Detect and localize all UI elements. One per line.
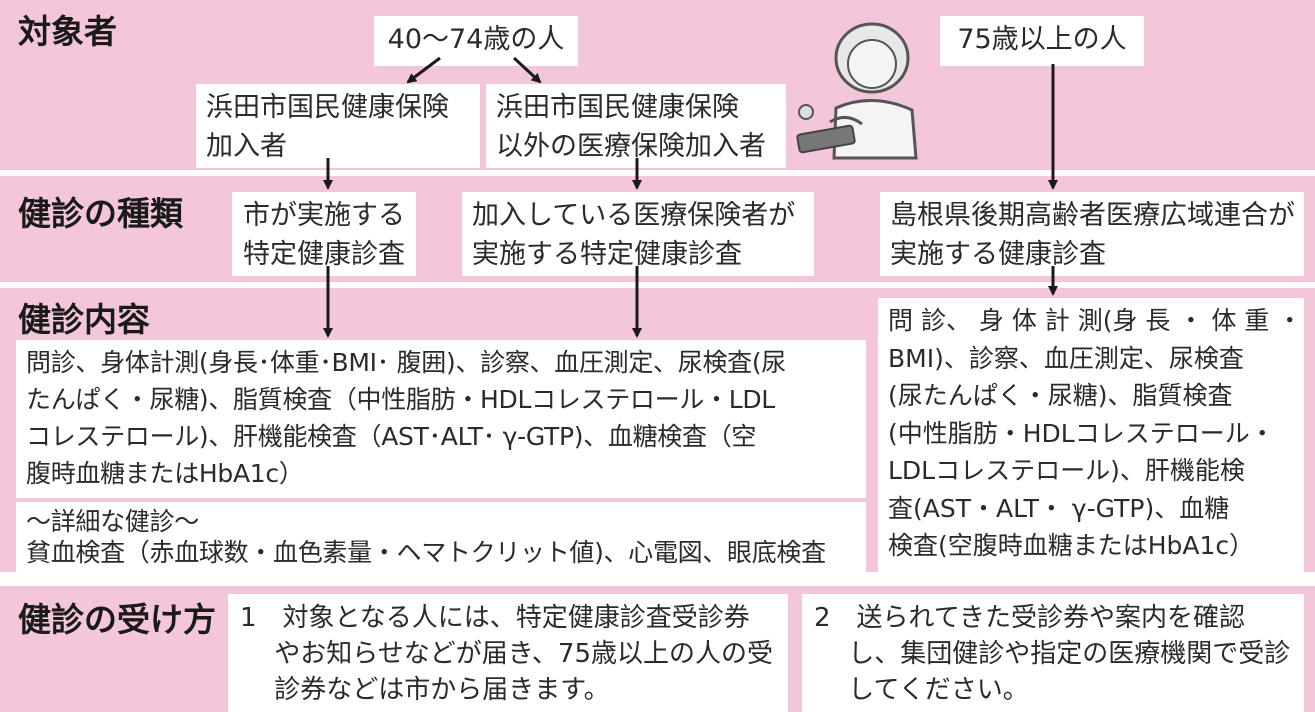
content-elderly-line-2: BMI)、診察、血圧測定、尿検査 (888, 343, 1244, 373)
content-elderly-line-1: 問 診、 身 体 計 測(身 長 ・ 体 重 ・ (888, 306, 1303, 335)
nhi-member-box: 浜田市国民健康保険 加入者 (196, 84, 480, 168)
step-1-line-2: やお知らせなどが届き、75歳以上の人の受 (240, 639, 774, 669)
step-2-line-1: 2 送られてきた受診券や案内を確認 (814, 603, 1245, 633)
detail-exam-title: 〜詳細な健診〜 (26, 507, 199, 536)
insurer-exam-box: 加入している医療保険者が 実施する特定健康診査 (462, 192, 814, 276)
step-1-line-3: 診券などは市から届きます。 (240, 675, 610, 705)
content-elderly-line-5: LDLコレステロール)、肝機能検 (888, 456, 1245, 485)
target-heading: 対象者 (18, 12, 117, 51)
kind-heading: 健診の種類 (18, 194, 183, 233)
content-main-line-2: たんぱく・尿糖)、脂質検査（中性脂肪・HDLコレステロール・LDL (26, 385, 775, 414)
step-2-line-3: してください。 (814, 675, 1029, 705)
other-insurance-line-1: 浜田市国民健康保険 (496, 92, 739, 123)
city-exam-box: 市が実施する 特定健康診査 (232, 192, 416, 276)
shimane-exam-line-2: 実施する健康診査 (890, 239, 1106, 270)
step-1-line-1: 1 対象となる人には、特定健康診査受診券 (240, 603, 750, 633)
step-2-box: 2 送られてきた受診券や案内を確認 し、集団健診や指定の医療機関で受診 してくだ… (802, 594, 1304, 712)
shimane-exam-line-1: 島根県後期高齢者医療広域連合が (890, 200, 1295, 231)
other-insurance-box: 浜田市国民健康保険 以外の医療保険加入者 (486, 84, 786, 168)
content-elderly-line-3: (尿たんぱく・尿糖)、脂質検査 (888, 381, 1233, 410)
insurer-exam-line-1: 加入している医療保険者が (472, 200, 796, 231)
step-1-box: 1 対象となる人には、特定健康診査受診券 やお知らせなどが届き、75歳以上の人の… (228, 594, 788, 712)
content-main-line-4: 腹時血糖またはHbA1c） (26, 459, 304, 488)
content-main-box: 問診、身体計測(身長･体重･BMI･ 腹囲)、診察、血圧測定、尿検査(尿 たんぱ… (16, 340, 866, 498)
insurer-exam-line-2: 実施する特定健康診査 (472, 239, 742, 270)
age-40-74-box: 40〜74歳の人 (374, 16, 578, 66)
other-insurance-line-2: 以外の医療保険加入者 (496, 131, 766, 162)
content-elderly-box: 問 診、 身 体 計 測(身 長 ・ 体 重 ・ BMI)、診察、血圧測定、尿検… (878, 298, 1304, 572)
step-2-line-2: し、集団健診や指定の医療機関で受診 (814, 639, 1291, 669)
age-75-label: 75歳以上の人 (957, 24, 1127, 55)
content-heading: 健診内容 (18, 300, 150, 339)
age-75-box: 75歳以上の人 (940, 16, 1144, 66)
age-40-74-label: 40〜74歳の人 (387, 24, 565, 55)
city-exam-line-1: 市が実施する (243, 200, 405, 231)
content-elderly-line-4: (中性脂肪・HDLコレステロール・ (888, 418, 1275, 448)
detail-exam-items: 貧血検査（赤血球数・血色素量・ヘマトクリット値)、心電図、眼底検査 (26, 538, 826, 567)
content-main-line-1: 問診、身体計測(身長･体重･BMI･ 腹囲)、診察、血圧測定、尿検査(尿 (26, 348, 787, 377)
content-elderly-line-7: 検査(空腹時血糖またはHbA1c） (888, 531, 1255, 560)
elderly-person-illustration (796, 22, 918, 160)
nhi-member-line-1: 浜田市国民健康保険 (206, 92, 449, 123)
how-heading: 健診の受け方 (18, 600, 216, 639)
nhi-member-line-2: 加入者 (206, 131, 287, 162)
city-exam-line-2: 特定健康診査 (243, 239, 405, 270)
detail-exam-box: 〜詳細な健診〜 貧血検査（赤血球数・血色素量・ヘマトクリット値)、心電図、眼底検… (16, 502, 866, 572)
content-main-line-3: コレステロール)、肝機能検査（AST･ALT･ γ-GTP)、血糖検査（空 (26, 422, 757, 451)
content-elderly-line-6: 査(AST・ALT・ γ-GTP)、血糖 (888, 493, 1230, 523)
shimane-exam-box: 島根県後期高齢者医療広域連合が 実施する健康診査 (880, 192, 1304, 276)
